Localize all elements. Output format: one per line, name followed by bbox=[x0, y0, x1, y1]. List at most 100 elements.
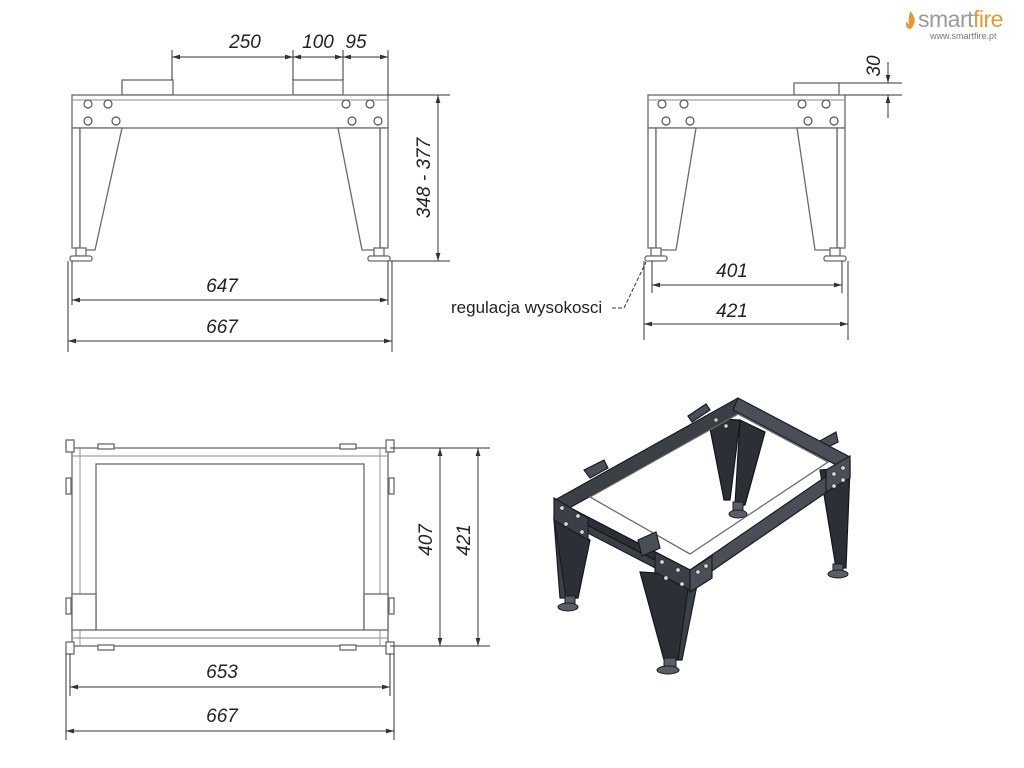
dim-label-667-top: 667 bbox=[206, 706, 239, 727]
front-right-post bbox=[379, 127, 389, 249]
side-left-foot-pad bbox=[644, 255, 668, 262]
side-top-bump bbox=[793, 82, 840, 96]
front-top-beam bbox=[71, 94, 389, 129]
front-top-bump-left bbox=[121, 79, 174, 96]
dim-label-421: 421 bbox=[716, 301, 748, 322]
top-outer-frame bbox=[71, 447, 389, 647]
front-view: 250 100 95 348 - 377 647 667 bbox=[67, 32, 450, 352]
iso-back-left-leg bbox=[707, 417, 741, 501]
iso-bolt bbox=[840, 465, 846, 471]
iso-foot-pad bbox=[656, 665, 680, 675]
front-left-post bbox=[71, 127, 81, 249]
iso-tab bbox=[583, 459, 609, 479]
top-inner-frame bbox=[95, 463, 365, 631]
dim-label-407: 407 bbox=[416, 523, 437, 556]
dim-label-401: 401 bbox=[716, 261, 748, 282]
side-left-post bbox=[647, 127, 657, 249]
front-hole bbox=[83, 99, 93, 109]
iso-bolt bbox=[559, 505, 565, 511]
top-corner-tab bbox=[65, 439, 75, 453]
top-corner-tab bbox=[65, 641, 75, 655]
side-right-post bbox=[836, 127, 846, 249]
top-bracket bbox=[97, 443, 115, 450]
iso-bolt bbox=[831, 471, 837, 477]
side-right-foot-pad bbox=[823, 255, 847, 262]
side-hole bbox=[829, 116, 839, 126]
iso-bolt bbox=[723, 423, 729, 429]
front-right-foot-pad bbox=[367, 255, 391, 262]
top-view: 407 421 653 667 bbox=[65, 439, 490, 740]
iso-foot-pad bbox=[827, 569, 849, 579]
iso-corner-plate bbox=[689, 554, 713, 594]
iso-back-left-leg-side bbox=[734, 419, 766, 506]
brand-wordmark: smartfire bbox=[918, 6, 1003, 33]
brand-url: www.smartfire.pt bbox=[930, 31, 997, 41]
front-hole bbox=[111, 116, 121, 126]
brand-name-part1: smart bbox=[918, 6, 974, 32]
side-hole bbox=[685, 116, 695, 126]
front-left-foot-stem bbox=[75, 247, 87, 257]
isometric-view bbox=[553, 397, 851, 675]
dim-label-653: 653 bbox=[206, 662, 238, 683]
iso-bolt bbox=[679, 581, 685, 587]
iso-bolt bbox=[695, 569, 701, 575]
leader-line bbox=[612, 261, 647, 309]
top-bracket bbox=[65, 597, 72, 615]
side-top-beam bbox=[647, 94, 846, 129]
iso-bolt bbox=[563, 521, 569, 527]
brand-logo[interactable]: smartfire www.smartfire.pt bbox=[905, 6, 1020, 46]
front-hole bbox=[83, 116, 93, 126]
side-hole bbox=[803, 116, 813, 126]
front-right-leg bbox=[337, 127, 381, 251]
front-right-foot-stem bbox=[373, 247, 385, 257]
side-right-leg bbox=[796, 127, 838, 251]
label-height-adjust: regulacja wysokosci bbox=[451, 298, 602, 317]
dim-label-667: 667 bbox=[206, 317, 239, 338]
dim-label-height: 348 - 377 bbox=[414, 136, 435, 218]
top-bracket bbox=[97, 644, 115, 651]
side-hole bbox=[661, 116, 671, 126]
top-bracket bbox=[388, 477, 395, 495]
top-corner-tab bbox=[385, 641, 395, 655]
dim-label-95: 95 bbox=[345, 32, 367, 53]
dim-label-30: 30 bbox=[864, 55, 885, 77]
iso-bolt bbox=[840, 477, 846, 483]
iso-corner-plate bbox=[825, 454, 851, 494]
front-hole bbox=[341, 99, 351, 109]
dim-label-647: 647 bbox=[206, 276, 239, 297]
side-view: 30 401 421 regulacja wysokosci bbox=[451, 55, 902, 340]
front-top-bump-right bbox=[292, 79, 344, 96]
top-bracket bbox=[388, 597, 395, 615]
iso-bolt bbox=[703, 563, 709, 569]
brand-name-part2: fire bbox=[973, 6, 1003, 32]
side-hole bbox=[797, 99, 807, 109]
front-left-leg bbox=[79, 127, 123, 251]
front-hole bbox=[347, 116, 357, 126]
top-bracket bbox=[65, 477, 72, 495]
side-hole bbox=[657, 99, 667, 109]
iso-foot-pad bbox=[557, 602, 579, 612]
side-hole bbox=[821, 99, 831, 109]
top-corner-block-right bbox=[363, 593, 389, 631]
side-left-leg bbox=[655, 127, 697, 251]
iso-bolt bbox=[675, 567, 681, 573]
iso-tab bbox=[637, 531, 661, 557]
iso-bolt bbox=[579, 529, 585, 535]
front-hole bbox=[365, 99, 375, 109]
iso-bolt bbox=[831, 483, 837, 489]
iso-bolt bbox=[663, 575, 669, 581]
iso-bolt bbox=[713, 417, 719, 423]
dim-label-421-top: 421 bbox=[454, 524, 475, 556]
side-right-foot-stem bbox=[829, 247, 841, 257]
top-bracket bbox=[339, 644, 357, 651]
top-bracket bbox=[339, 443, 357, 450]
front-hole bbox=[103, 99, 113, 109]
side-hole bbox=[679, 99, 689, 109]
flame-icon bbox=[905, 11, 915, 29]
iso-bolt bbox=[575, 513, 581, 519]
dim-label-100: 100 bbox=[302, 32, 334, 53]
side-left-foot-stem bbox=[650, 247, 662, 257]
top-corner-block-left bbox=[71, 593, 97, 631]
